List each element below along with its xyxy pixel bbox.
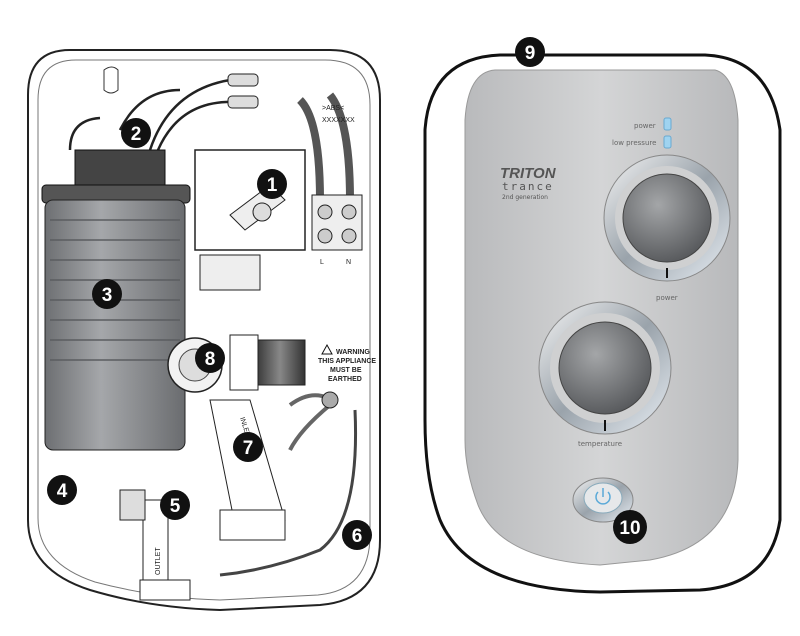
callout-7: 7 [233,432,263,462]
svg-text:8: 8 [205,349,216,370]
model-name: trance [502,180,554,193]
callout-6: 6 [342,520,372,550]
earth-terminal [321,391,339,409]
svg-text:2: 2 [131,124,142,145]
cable-entry-channel [219,409,358,577]
svg-text:4: 4 [57,481,68,502]
svg-text:3: 3 [102,285,113,306]
callout-9: 9 [515,37,545,67]
terminal-label-neutral: N [346,259,351,266]
code-mark: XXXXXXX [322,117,355,124]
callout-10: 10 [613,510,647,544]
low-pressure-indicator-light [663,135,672,149]
power-knob-label: power [656,294,678,302]
warning-line-3: MUST BE [330,367,362,374]
fuse-top [227,73,259,87]
outlet-label: OUTLET [155,547,162,575]
warning-line-4: EARTHED [328,376,362,383]
svg-text:9: 9 [525,43,536,64]
mounting-keyhole [103,66,119,94]
svg-text:5: 5 [170,496,181,517]
fuse-bottom [227,95,259,109]
power-symbol-icon [595,491,611,505]
callout-4: 4 [47,475,77,505]
heater-element-head [74,149,166,186]
indicator-low-pressure-label: low pressure [612,139,656,147]
front-view: power low pressure TRITON trance 2nd gen… [423,37,782,594]
warning-line-2: THIS APPLIANCE [318,358,376,365]
temperature-knob-label: temperature [578,440,622,448]
svg-text:7: 7 [243,438,254,459]
brand-logo: TRITON [500,165,557,182]
power-indicator-light [663,117,672,131]
solenoid-valve [254,339,306,386]
callout-2: 2 [121,118,151,148]
generation-label: 2nd generation [502,194,548,201]
internal-view: >ABS< XXXXXXX L N WARNING THIS APPLIA [27,49,381,612]
indicator-power-label: power [634,122,656,130]
svg-text:6: 6 [352,526,363,547]
callout-3: 3 [92,279,122,309]
svg-text:10: 10 [619,518,640,539]
warning-triangle-icon [321,343,333,355]
start-stop-button[interactable] [572,477,634,523]
svg-text:1: 1 [267,175,278,196]
callout-5: 5 [160,490,190,520]
callout-1: 1 [257,169,287,199]
heater-tank [44,199,186,451]
power-knob[interactable] [603,154,731,282]
abs-mark: >ABS< [322,105,344,112]
temperature-knob[interactable] [538,301,672,435]
callout-8: 8 [195,343,225,373]
warning-line-1: WARNING [336,349,370,356]
terminal-label-live: L [320,259,324,266]
wiring [68,78,354,201]
terminal-block [311,194,363,251]
